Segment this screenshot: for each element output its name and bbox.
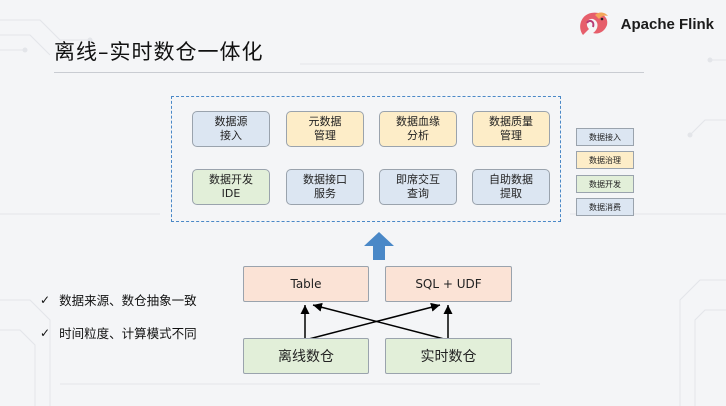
capability-label: 数据质量 管理 <box>489 115 533 142</box>
capability-label: 数据血缘 分析 <box>396 115 440 142</box>
offline-warehouse-label: 离线数仓 <box>278 349 334 365</box>
check-icon: ✓ <box>40 325 51 340</box>
bullet-text: 时间粒度、计算模式不同 <box>59 326 197 341</box>
brand: Apache Flink <box>575 9 714 39</box>
capability-box: 数据血缘 分析 <box>379 111 457 147</box>
offline-warehouse-box: 离线数仓 <box>243 338 369 374</box>
capability-label: 自助数据 提取 <box>489 173 533 200</box>
legend-item: 数据治理 <box>576 151 634 169</box>
capability-box: 即席交互 查询 <box>379 169 457 205</box>
sql-udf-box: SQL + UDF <box>385 266 512 302</box>
bullet-text: 数据来源、数仓抽象一致 <box>59 293 197 308</box>
capability-label: 数据接口 服务 <box>303 173 347 200</box>
capability-box: 数据开发 IDE <box>192 169 270 205</box>
realtime-warehouse-label: 实时数仓 <box>420 349 477 365</box>
legend-item: 数据开发 <box>576 175 634 193</box>
capability-label: 即席交互 查询 <box>396 173 440 200</box>
capability-label: 数据源 接入 <box>214 115 248 142</box>
squirrel-logo <box>579 12 608 36</box>
brand-name: Apache Flink <box>620 15 714 33</box>
up-arrow-icon <box>364 232 394 260</box>
bullet-item: ✓ 时间粒度、计算模式不同 <box>40 323 197 342</box>
capability-box: 数据质量 管理 <box>472 111 550 147</box>
capability-box: 元数据 管理 <box>286 111 364 147</box>
legend-item: 数据接入 <box>576 128 634 146</box>
page-title: 离线–实时数仓一体化 <box>54 40 264 64</box>
bullet-item: ✓ 数据来源、数仓抽象一致 <box>40 290 197 309</box>
sql-udf-label: SQL + UDF <box>415 277 482 291</box>
check-icon: ✓ <box>40 292 51 307</box>
realtime-warehouse-box: 实时数仓 <box>385 338 512 374</box>
legend-item: 数据消费 <box>576 198 634 216</box>
capability-panel <box>171 96 561 222</box>
table-api-box: Table <box>243 266 369 302</box>
capability-box: 数据接口 服务 <box>286 169 364 205</box>
capability-label: 数据开发 IDE <box>209 173 253 200</box>
capability-label: 元数据 管理 <box>308 115 342 142</box>
capability-box: 数据源 接入 <box>192 111 270 147</box>
table-api-label: Table <box>290 277 322 291</box>
capability-box: 自助数据 提取 <box>472 169 550 205</box>
title-divider <box>54 72 644 73</box>
